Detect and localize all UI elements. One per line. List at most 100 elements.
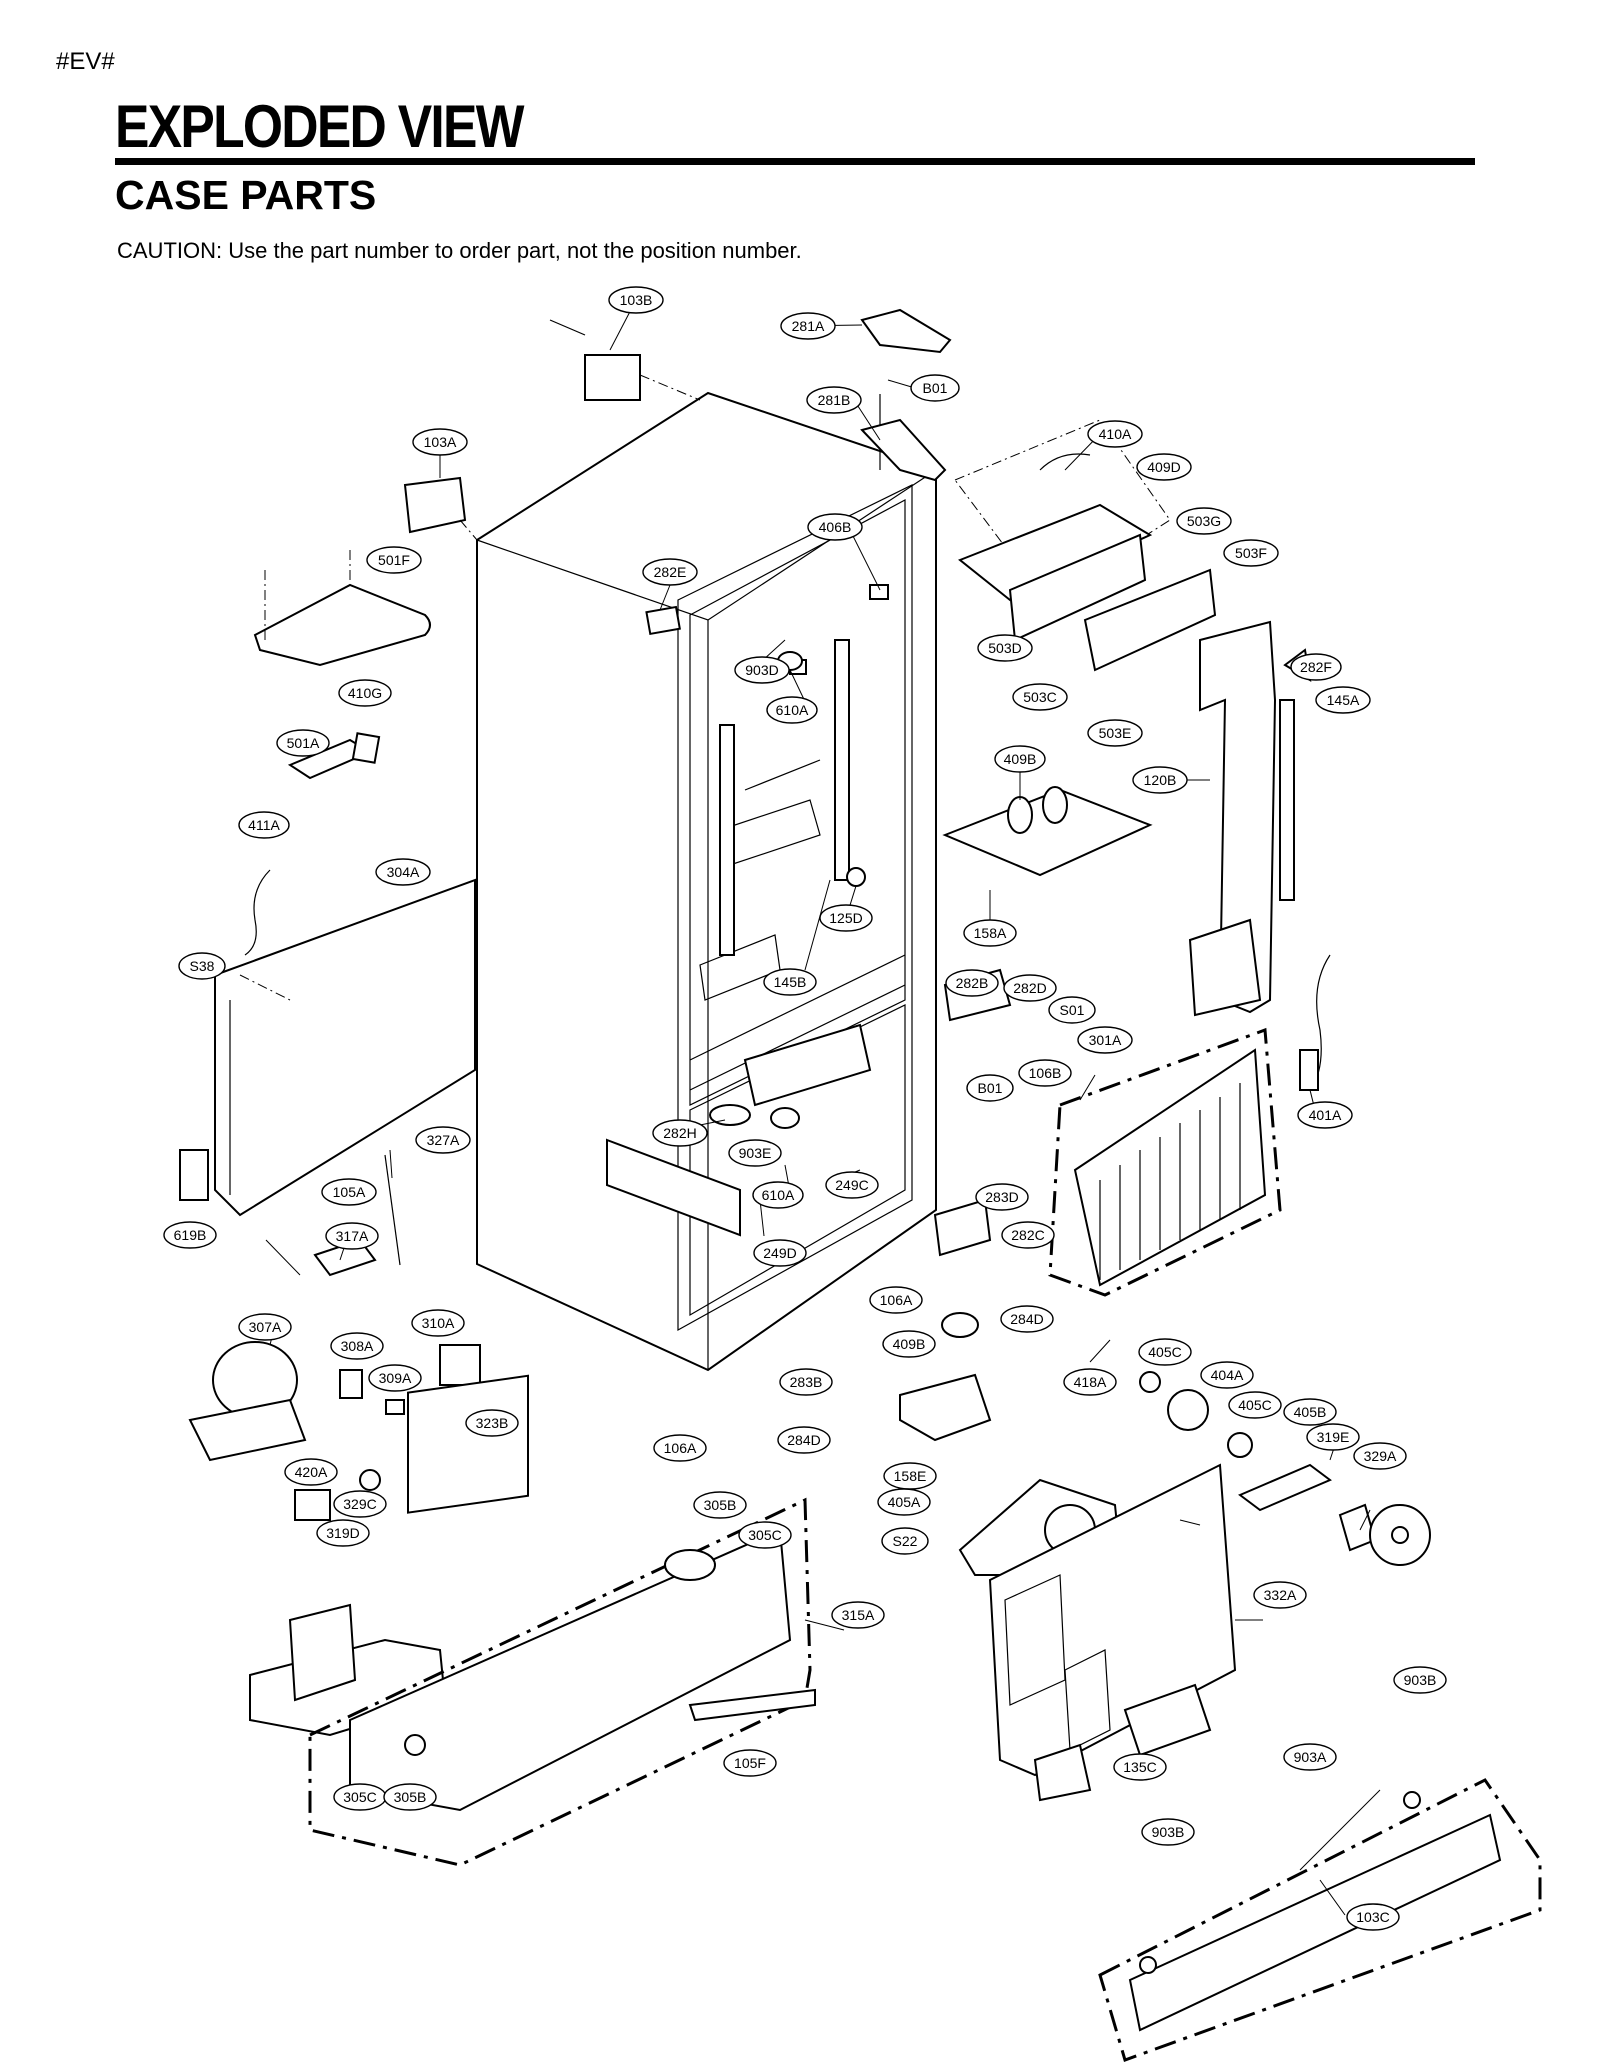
svg-text:106A: 106A — [880, 1292, 913, 1308]
page-title: EXPLODED VIEW — [115, 93, 524, 160]
callout: 284D — [1000, 1305, 1054, 1333]
callout: 284D — [777, 1426, 831, 1454]
svg-text:319E: 319E — [1317, 1429, 1350, 1445]
svg-text:317A: 317A — [336, 1228, 369, 1244]
callout: 319E — [1306, 1423, 1360, 1451]
callout: 105F — [723, 1749, 777, 1777]
callout: 106B — [1018, 1059, 1072, 1087]
svg-text:145A: 145A — [1327, 692, 1360, 708]
callout: 103C — [1346, 1903, 1400, 1931]
callout: 404A — [1200, 1361, 1254, 1389]
callout: 282D — [1003, 974, 1057, 1002]
svg-text:409B: 409B — [1004, 751, 1037, 767]
callout: 503G — [1176, 507, 1232, 535]
svg-text:249C: 249C — [835, 1177, 868, 1193]
svg-text:282H: 282H — [663, 1125, 696, 1141]
svg-text:135C: 135C — [1123, 1759, 1156, 1775]
callout: 903B — [1141, 1818, 1195, 1846]
svg-text:103A: 103A — [424, 434, 457, 450]
callout: 332A — [1253, 1581, 1307, 1609]
callout: 105A — [321, 1178, 377, 1206]
callout: 501F — [366, 546, 422, 574]
top-hinge-assembly — [549, 308, 952, 482]
svg-text:158E: 158E — [894, 1468, 927, 1484]
callout: 283B — [779, 1368, 833, 1396]
callout: B01 — [910, 374, 960, 402]
svg-text:106B: 106B — [1029, 1065, 1062, 1081]
svg-text:329A: 329A — [1364, 1448, 1397, 1464]
svg-text:903B: 903B — [1152, 1824, 1185, 1840]
base-plate — [308, 1497, 816, 1867]
callout: 401A — [1297, 1101, 1353, 1129]
svg-text:501A: 501A — [287, 735, 320, 751]
callout: 310A — [411, 1309, 465, 1337]
svg-text:310A: 310A — [422, 1315, 455, 1331]
svg-text:106A: 106A — [664, 1440, 697, 1456]
callout: 304A — [375, 858, 431, 886]
callout: 145A — [1315, 686, 1371, 714]
callout: 125D — [819, 904, 873, 932]
callout: 283D — [975, 1183, 1029, 1211]
svg-text:305B: 305B — [704, 1497, 737, 1513]
callout: 610A — [752, 1181, 804, 1209]
svg-text:418A: 418A — [1074, 1374, 1107, 1390]
callout: 308A — [330, 1332, 384, 1360]
page-tag: #EV# — [56, 48, 115, 75]
callout: 405A — [877, 1488, 931, 1516]
caution-note: CAUTION: Use the part number to order pa… — [117, 238, 802, 263]
svg-text:329C: 329C — [343, 1496, 376, 1512]
svg-text:903E: 903E — [739, 1145, 772, 1161]
callout: 610A — [766, 696, 818, 724]
svg-text:332A: 332A — [1264, 1587, 1297, 1603]
callout: 501A — [276, 729, 330, 757]
svg-text:315A: 315A — [842, 1607, 875, 1623]
callout: 409B — [882, 1330, 936, 1358]
svg-text:503E: 503E — [1099, 725, 1132, 741]
callout: 903B — [1393, 1666, 1447, 1694]
svg-text:103B: 103B — [620, 292, 653, 308]
svg-text:120B: 120B — [1144, 772, 1177, 788]
svg-text:420A: 420A — [295, 1464, 328, 1480]
callout: 903E — [728, 1139, 782, 1167]
svg-text:409B: 409B — [893, 1336, 926, 1352]
svg-text:903A: 903A — [1294, 1749, 1327, 1765]
callout: 309A — [368, 1364, 422, 1392]
svg-text:501F: 501F — [378, 552, 410, 568]
svg-text:105A: 105A — [333, 1184, 366, 1200]
callout: 305B — [383, 1783, 437, 1811]
title-rule — [115, 158, 1475, 165]
callout: 282F — [1290, 653, 1342, 681]
callout: 409D — [1136, 453, 1192, 481]
callout: 282B — [945, 969, 999, 997]
callout: 305C — [738, 1521, 792, 1549]
svg-text:405C: 405C — [1148, 1344, 1181, 1360]
svg-text:503G: 503G — [1187, 513, 1221, 529]
callout: 503C — [1012, 683, 1068, 711]
callout: 135C — [1113, 1753, 1167, 1781]
svg-text:404A: 404A — [1211, 1367, 1244, 1383]
callout: 281A — [780, 312, 836, 340]
svg-text:158A: 158A — [974, 925, 1007, 941]
callout: 410A — [1087, 420, 1143, 448]
svg-text:282B: 282B — [956, 975, 989, 991]
svg-text:283D: 283D — [985, 1189, 1018, 1205]
svg-text:405C: 405C — [1238, 1397, 1271, 1413]
svg-text:319D: 319D — [326, 1525, 359, 1541]
callout: 409B — [994, 745, 1046, 773]
svg-text:309A: 309A — [379, 1370, 412, 1386]
svg-text:405A: 405A — [888, 1494, 921, 1510]
callout: 319D — [316, 1519, 370, 1547]
callout: 418A — [1063, 1368, 1117, 1396]
svg-text:503D: 503D — [988, 640, 1021, 656]
left-upper-parts — [179, 476, 478, 1217]
callout: 503F — [1223, 539, 1279, 567]
svg-text:284D: 284D — [1010, 1311, 1043, 1327]
svg-text:610A: 610A — [762, 1187, 795, 1203]
svg-text:307A: 307A — [249, 1319, 282, 1335]
callout: 903D — [734, 656, 790, 684]
callouts: 103B 281A B01 281B 410A 409D 503G 503F 1… — [163, 286, 1447, 1931]
callout: 106A — [869, 1286, 923, 1314]
svg-text:327A: 327A — [427, 1132, 460, 1148]
callout: 158E — [883, 1462, 937, 1490]
